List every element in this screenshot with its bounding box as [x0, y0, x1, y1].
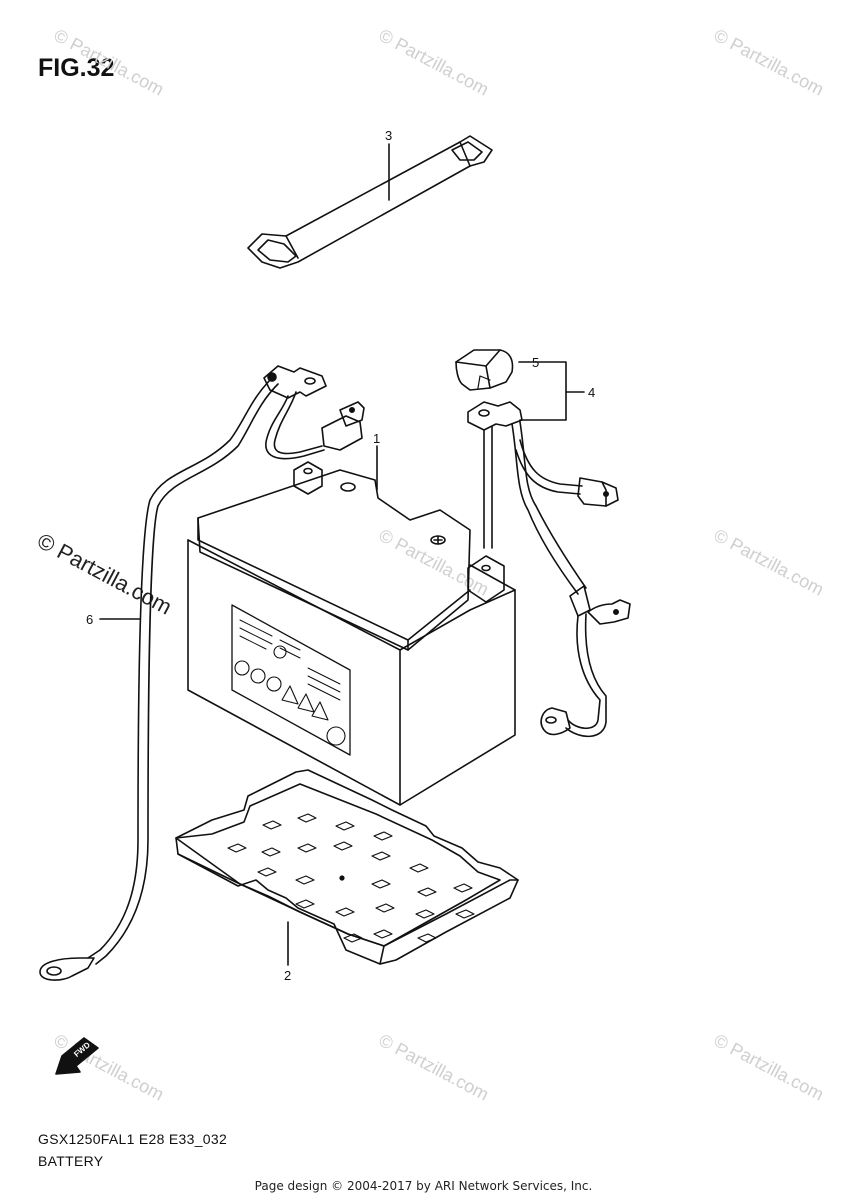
callout-5: 5 [532, 355, 539, 370]
callout-1: 1 [373, 431, 380, 446]
footer-copyright: Page design © 2004-2017 by ARI Network S… [254, 1179, 593, 1193]
model-code: GSX1250FAL1 E28 E33_032 [38, 1131, 228, 1147]
callout-3: 3 [385, 128, 392, 143]
leader-4-5 [518, 361, 567, 421]
battery [187, 461, 516, 806]
terminal-cover [455, 349, 514, 391]
callout-6: 6 [86, 612, 93, 627]
positive-cable [467, 401, 631, 738]
callout-4: 4 [588, 385, 595, 400]
battery-tray [175, 769, 519, 965]
figure-title: FIG.32 [38, 54, 115, 82]
fwd-arrow-icon: FWD [55, 1037, 99, 1075]
battery-strap [247, 135, 493, 269]
figure-name: BATTERY [38, 1153, 104, 1169]
callout-2: 2 [284, 968, 291, 983]
negative-cable [39, 365, 365, 981]
